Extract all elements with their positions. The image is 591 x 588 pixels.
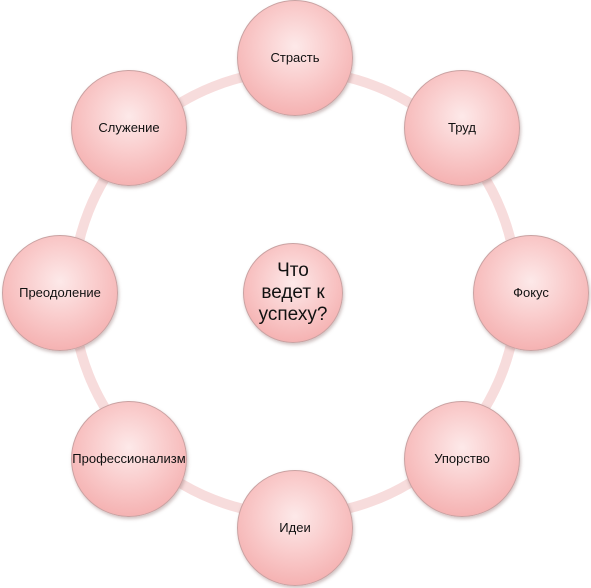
node-work: Труд <box>404 70 520 186</box>
node-persistence: Упорство <box>404 401 520 517</box>
node-professionalism: Профессионализм <box>71 401 187 517</box>
center-question-node: Что ведет к успеху? <box>243 243 343 343</box>
node-ideas: Идеи <box>237 470 353 586</box>
node-overcoming: Преодоление <box>2 235 118 351</box>
node-service: Служение <box>71 70 187 186</box>
node-focus: Фокус <box>473 235 589 351</box>
node-passion: Страсть <box>237 0 353 116</box>
